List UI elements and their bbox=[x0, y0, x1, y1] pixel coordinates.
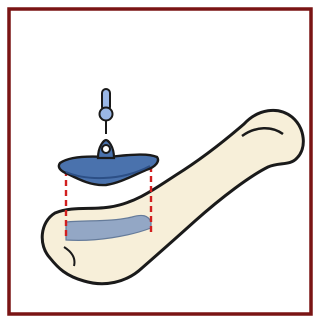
diagram-canvas bbox=[0, 0, 320, 323]
diagram-figure bbox=[0, 0, 320, 323]
